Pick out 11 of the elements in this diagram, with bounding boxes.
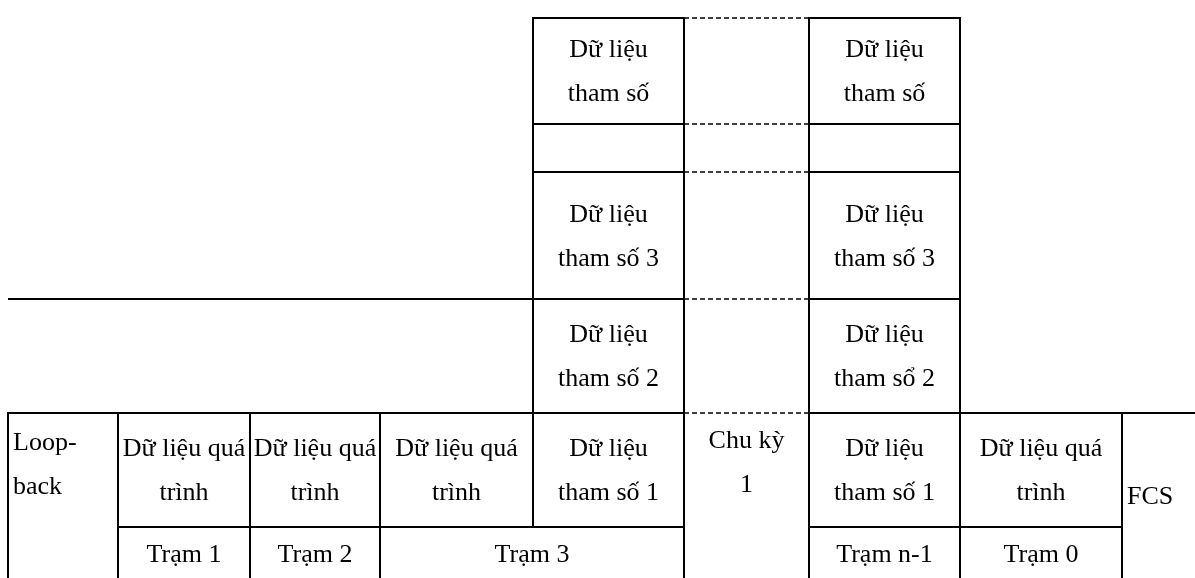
parameter-data-label: Dữ liệu tham số [532,17,685,125]
parameter-data-label: Dữ liệu tham số [808,17,961,125]
empty-slot [808,123,961,173]
cycle-label: Chu kỳ 1 [683,412,810,578]
empty-slot [532,123,685,173]
loopback-label: Loop-back [7,412,119,578]
parameter-data-label: Dữ liệu tham số 3 [532,171,685,300]
checksum-label: FCS [1121,412,1195,578]
parameter-data-label: Dữ liệu tham số 2 [532,298,685,414]
parameter-data-label: Dữ liệu tham số 3 [808,171,961,300]
parameter-data-label: Dữ liệu tham sổ 2 [808,298,961,414]
